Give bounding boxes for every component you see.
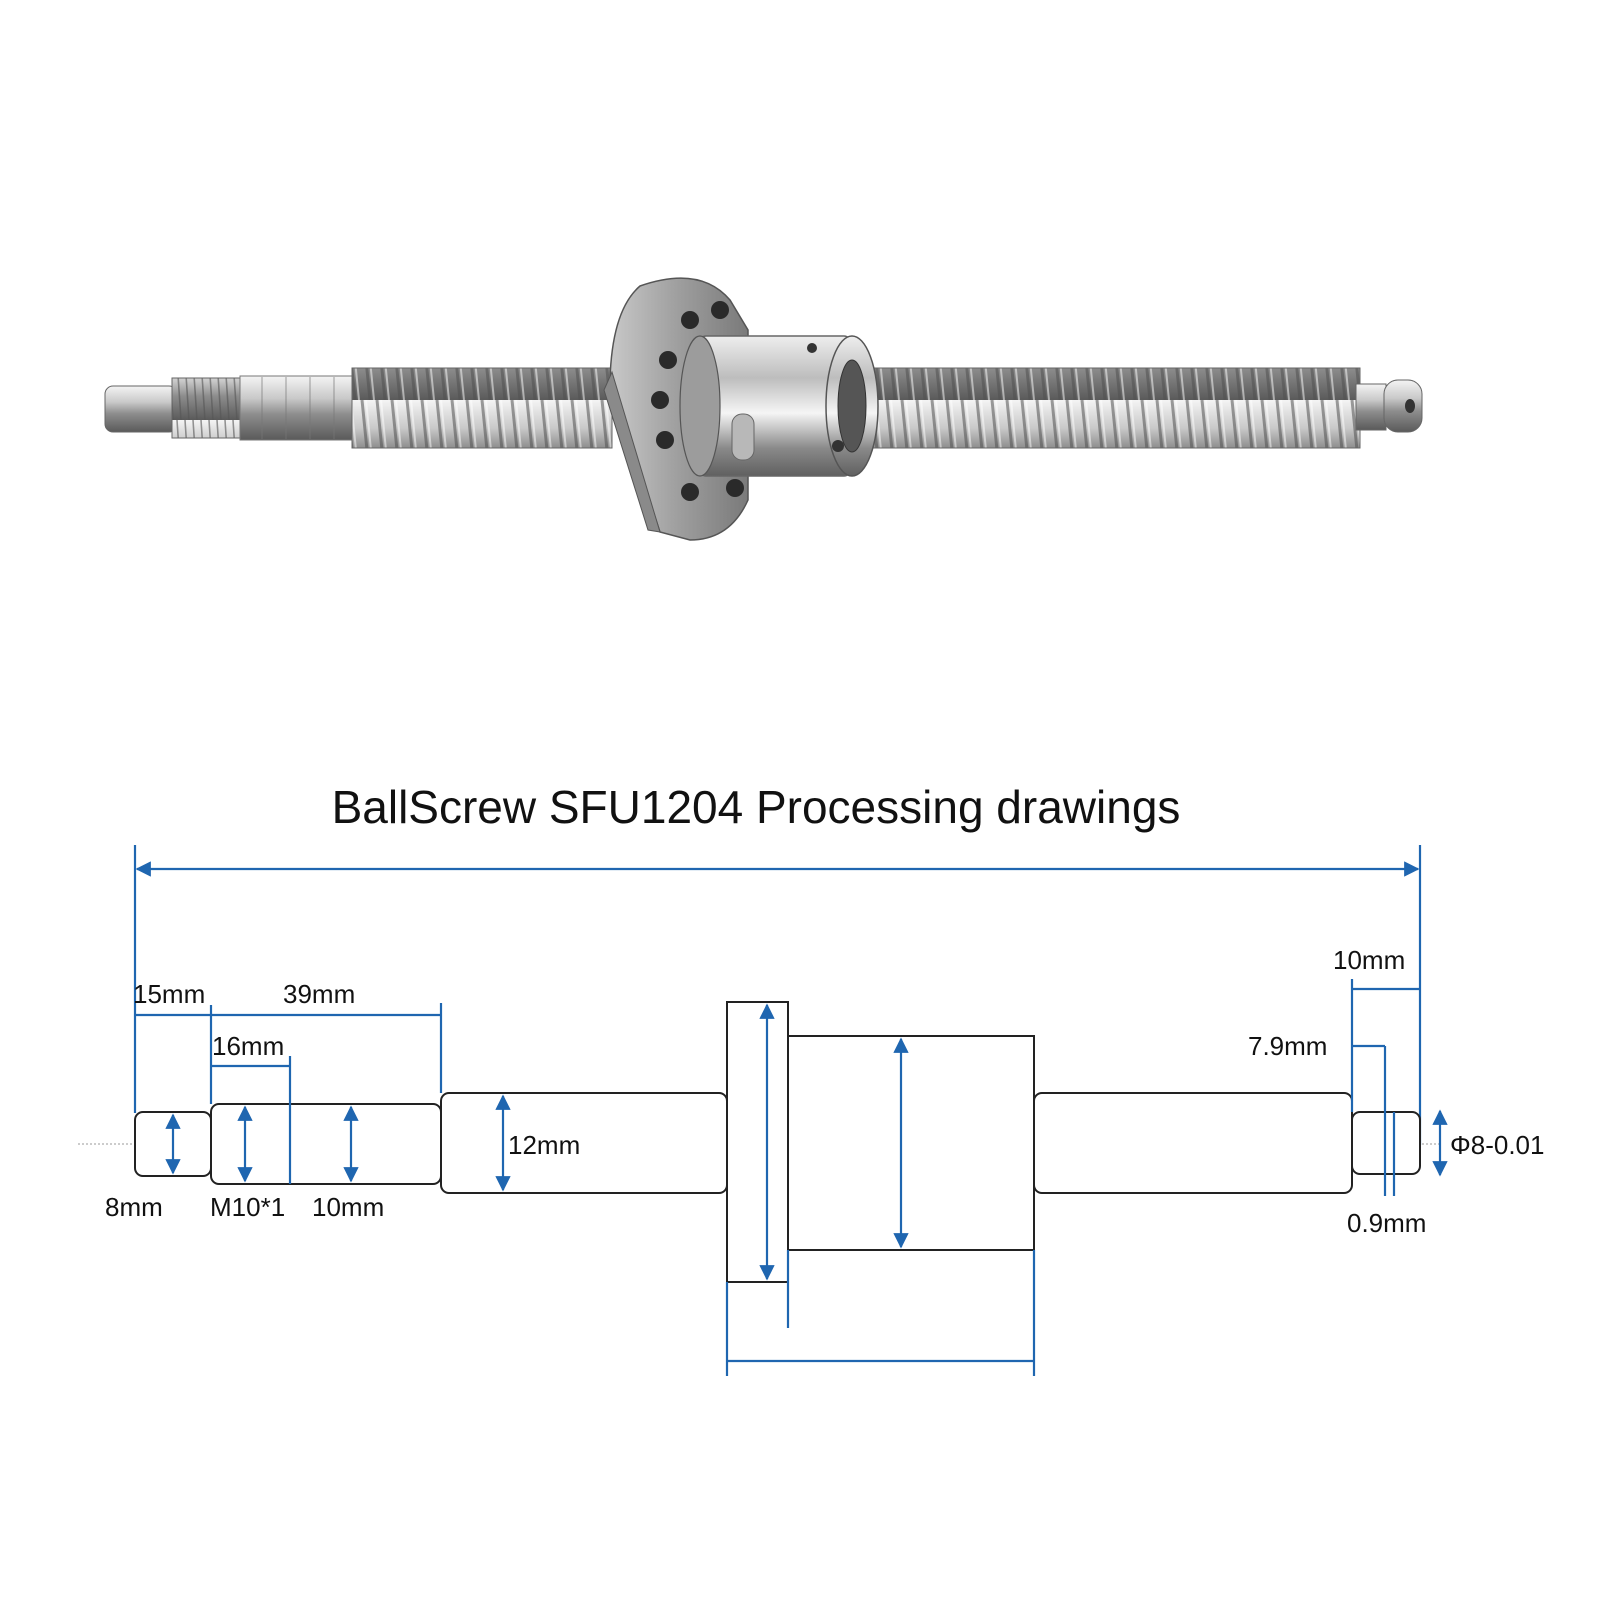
flange-hole: [711, 301, 729, 319]
label-end-dia-left: 8mm: [105, 1192, 163, 1222]
left-neck: [239, 375, 356, 441]
flange-hole: [651, 391, 669, 409]
nut-port: [832, 440, 844, 452]
label-screw-dia: 12mm: [508, 1130, 580, 1160]
right-end-step: [1355, 383, 1387, 431]
label-end-length-left: 15mm: [133, 979, 205, 1009]
nut-body-outline: [787, 1035, 1035, 1251]
nut-marking-plate: [731, 413, 755, 461]
screw-shaft-right-outline: [1033, 1092, 1353, 1194]
label-end-dia-right: Φ8-0.01: [1450, 1130, 1544, 1160]
flange-hole: [681, 483, 699, 501]
label-neck-dia: 10mm: [312, 1192, 384, 1222]
label-end-length-right: 10mm: [1333, 945, 1405, 975]
flange-outline: [726, 1001, 789, 1283]
label-length-39: 39mm: [283, 979, 355, 1009]
left-plain-end: [104, 385, 178, 433]
drawing-title: BallScrew SFU1204 Processing drawings: [332, 781, 1181, 833]
left-fine-thread: [171, 377, 243, 439]
label-groove-width: 0.9mm: [1347, 1208, 1426, 1238]
nut-body: [679, 335, 879, 477]
screw-shaft-left-outline: [440, 1092, 728, 1194]
label-groove-pos: 7.9mm: [1248, 1031, 1327, 1061]
nut-port: [807, 343, 817, 353]
technical-drawing: 15mm 39mm 16mm 8mm M10*1 10mm 12mm 10mm …: [78, 845, 1544, 1376]
neck-rings: [261, 377, 335, 439]
right-end-pin: [1383, 379, 1423, 433]
flange-hole: [656, 431, 674, 449]
flange-hole: [681, 311, 699, 329]
right-threaded-shaft: [859, 367, 1361, 449]
center-hole: [1405, 399, 1415, 413]
ballscrew-illustration: [104, 277, 1423, 541]
flange-hole: [659, 351, 677, 369]
left-threaded-shaft: [351, 367, 613, 449]
label-thread-length: 16mm: [212, 1031, 284, 1061]
flange-hole: [726, 479, 744, 497]
label-thread-spec: M10*1: [210, 1192, 285, 1222]
